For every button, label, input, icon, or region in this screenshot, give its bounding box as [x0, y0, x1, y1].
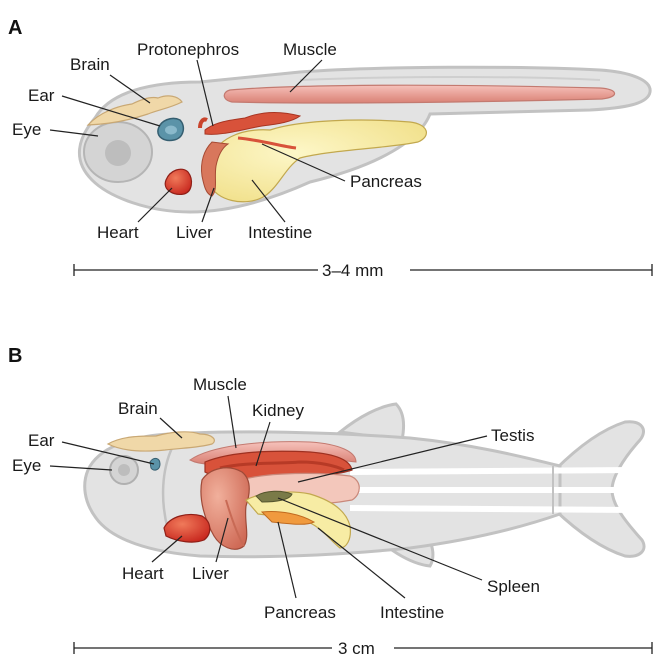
label-b-testis: Testis [491, 426, 534, 445]
label-a-heart: Heart [97, 223, 139, 242]
label-a-eye: Eye [12, 120, 41, 139]
panel-a-letter: A [8, 17, 22, 39]
label-a-ear: Ear [28, 86, 55, 105]
label-b-kidney: Kidney [252, 401, 304, 420]
scale-bar-a: 3–4 mm [74, 261, 652, 280]
scale-bar-b: 3 cm [74, 639, 652, 658]
label-b-pancreas: Pancreas [264, 603, 336, 622]
label-b-intestine: Intestine [380, 603, 444, 622]
panel-b-letter: B [8, 345, 22, 367]
label-b-heart: Heart [122, 564, 164, 583]
label-a-muscle: Muscle [283, 40, 337, 59]
label-b-muscle: Muscle [193, 375, 247, 394]
panel-b: B [8, 345, 652, 658]
panel-a: A Protonephros Muscle Brain [8, 17, 652, 280]
label-b-ear: Ear [28, 431, 55, 450]
larva-eye-pupil [105, 140, 131, 166]
larva-muscle [224, 85, 614, 103]
label-a-intestine: Intestine [248, 223, 312, 242]
label-b-spleen: Spleen [487, 577, 540, 596]
label-a-brain: Brain [70, 55, 110, 74]
label-b-eye: Eye [12, 456, 41, 475]
label-b-liver: Liver [192, 564, 229, 583]
label-a-protonephros: Protonephros [137, 40, 239, 59]
fish-ear [150, 458, 160, 470]
label-a-pancreas: Pancreas [350, 172, 422, 191]
label-a-liver: Liver [176, 223, 213, 242]
scale-label-b: 3 cm [338, 639, 375, 658]
scale-label-a: 3–4 mm [322, 261, 383, 280]
label-b-brain: Brain [118, 399, 158, 418]
